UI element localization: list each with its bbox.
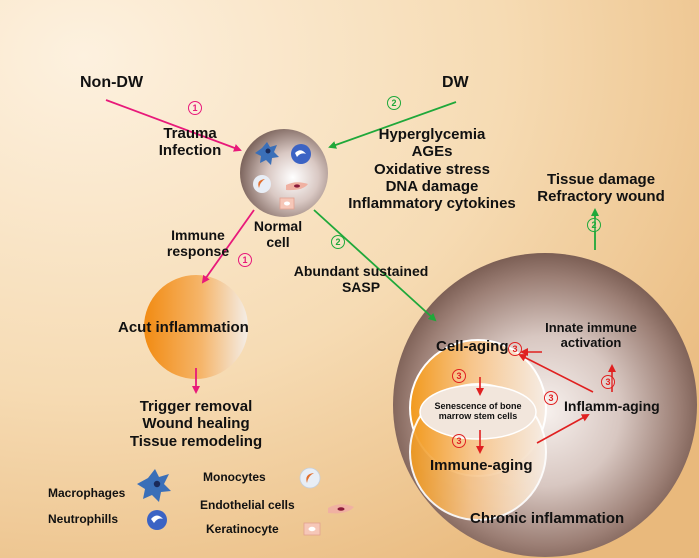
keratinocyte-legend-icon [303, 522, 321, 536]
macrophage-icon-small [255, 142, 279, 165]
arrow-immuneaging-to-inflammaging [536, 414, 590, 444]
acute-outcomes: Trigger removal Wound healing Tissue rem… [116, 398, 276, 450]
badge-pathway2-mid: 2 [331, 235, 345, 249]
legend-macrophages-label: Macrophages [48, 486, 126, 500]
bone-marrow-label: Senescence of bone marrow stem cells [420, 401, 536, 422]
arrow-normal-to-acute [201, 209, 255, 284]
badge-pathway2-right: 2 [587, 218, 601, 232]
inflamm-aging-label: Inflamm-aging [564, 398, 660, 414]
badge-pathway1-mid: 1 [238, 253, 252, 267]
immune-response-line2: response [166, 243, 230, 260]
outcome-tissue-remodeling: Tissue remodeling [129, 432, 263, 450]
badge-pathway3-right: 3 [601, 375, 615, 389]
cell-aging-label: Cell-aging [436, 338, 509, 355]
bone-marrow-line2: marrow stem cells [438, 411, 518, 422]
acute-inflammation-circle [144, 275, 248, 379]
cause-ages: AGEs [411, 143, 453, 161]
non-dw-causes: Trauma Infection [140, 125, 240, 160]
sasp-label: Abundant sustained SASP [286, 263, 436, 295]
monocyte-icon-small [253, 175, 271, 193]
monocyte-legend-icon [299, 467, 321, 489]
outcome-refractory-wound: Refractory wound [537, 188, 665, 206]
normal-cell-line2: cell [266, 234, 290, 251]
cause-infection: Infection [158, 142, 222, 160]
outcome-wound-healing: Wound healing [142, 415, 250, 433]
innate-line1: Innate immune [545, 320, 637, 335]
endothelial-icon-small [286, 182, 308, 191]
keratinocyte-icon-small [279, 197, 295, 210]
macrophage-legend-icon [137, 469, 171, 502]
chronic-outcomes: Tissue damage Refractory wound [526, 171, 676, 206]
badge-pathway3-top: 3 [452, 369, 466, 383]
legend-keratinocyte-label: Keratinocyte [206, 522, 279, 536]
endothelial-legend-icon [328, 504, 354, 514]
acute-inflammation-label: Acut inflammation [118, 319, 249, 336]
normal-cell-label: Normal cell [248, 218, 308, 250]
immune-response-line1: Immune [171, 227, 225, 243]
legend-endothelial-label: Endothelial cells [200, 498, 295, 512]
bone-marrow-ellipse [419, 384, 537, 440]
cause-inflammatory-cytokines: Inflammatory cytokines [348, 195, 516, 212]
normal-cell-line1: Normal [253, 218, 303, 234]
bone-marrow-line1: Senescence of bone [434, 401, 522, 411]
arrow-normal-to-chronic [313, 209, 437, 322]
chronic-inflammation-label: Chronic inflammation [470, 510, 625, 527]
cause-oxidative-stress: Oxidative stress [374, 160, 490, 178]
cause-dna-damage: DNA damage [385, 177, 479, 195]
badge-pathway3-inflamm: 3 [544, 391, 558, 405]
neutrophil-legend-icon [147, 510, 167, 530]
dw-label: DW [442, 74, 469, 91]
cause-trauma: Trauma [163, 125, 217, 142]
neutrophil-icon-small [291, 144, 311, 164]
arrow-dw-to-normal [328, 101, 457, 149]
immune-response-label: Immune response [158, 227, 238, 259]
non-dw-label: Non-DW [80, 74, 144, 91]
legend-neutrophils-label: Neutrophills [48, 512, 119, 526]
legend-monocytes-label: Monocytes [203, 470, 266, 484]
arrow-inflammaging-to-cellaging [518, 354, 594, 393]
sasp-line1: Abundant sustained [293, 263, 429, 279]
badge-pathway1-top: 1 [188, 101, 202, 115]
badge-pathway3-innate: 3 [508, 342, 522, 356]
innate-line2: activation [560, 334, 622, 350]
outcome-tissue-damage: Tissue damage [546, 171, 656, 188]
badge-pathway2-top: 2 [387, 96, 401, 110]
innate-immune-label: Innate immune activation [536, 320, 646, 351]
sasp-line2: SASP [341, 279, 381, 296]
outcome-trigger-removal: Trigger removal [139, 398, 253, 415]
immune-aging-label: Immune-aging [430, 457, 533, 474]
cause-hyperglycemia: Hyperglycemia [378, 126, 486, 143]
badge-pathway3-bottom: 3 [452, 434, 466, 448]
dw-causes: Hyperglycemia AGEs Oxidative stress DNA … [332, 126, 532, 212]
arrow-nondw-to-normal [105, 99, 242, 152]
